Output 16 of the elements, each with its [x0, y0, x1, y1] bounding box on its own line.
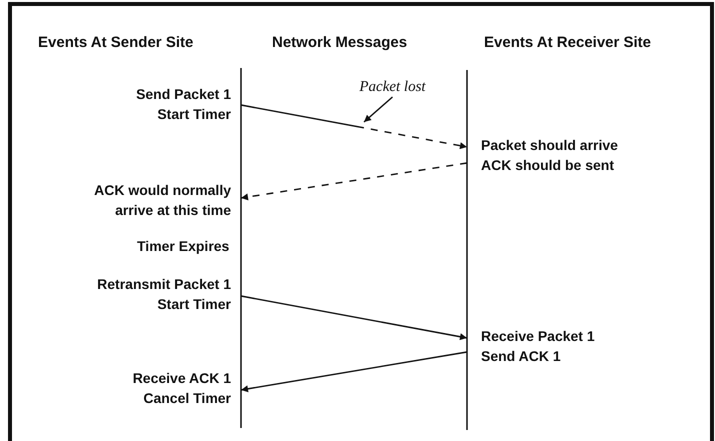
event-text: Retransmit Packet 1 Start Timer [81, 274, 241, 318]
leader-arrow [364, 96, 393, 123]
event-text: ACK would normally arrive at this time [81, 180, 241, 224]
event-text: Send Packet 1 Start Timer [121, 84, 241, 128]
message-arrow [240, 351, 468, 392]
event-text: Receive ACK 1 Cancel Timer [116, 368, 241, 412]
event-text: Packet should arrive ACK should be sent [467, 135, 636, 179]
event-text: Receive Packet 1 Send ACK 1 [467, 326, 617, 370]
message-arrow [240, 104, 468, 150]
event-text: Timer Expires [137, 238, 230, 254]
message-arrow [240, 162, 468, 200]
column-heading: Events At Receiver Site [484, 34, 652, 51]
annotation-text: Packet lost [350, 77, 435, 97]
column-heading: Events At Sender Site [38, 34, 194, 51]
column-heading: Network Messages [272, 34, 408, 51]
message-arrow [240, 295, 468, 340]
